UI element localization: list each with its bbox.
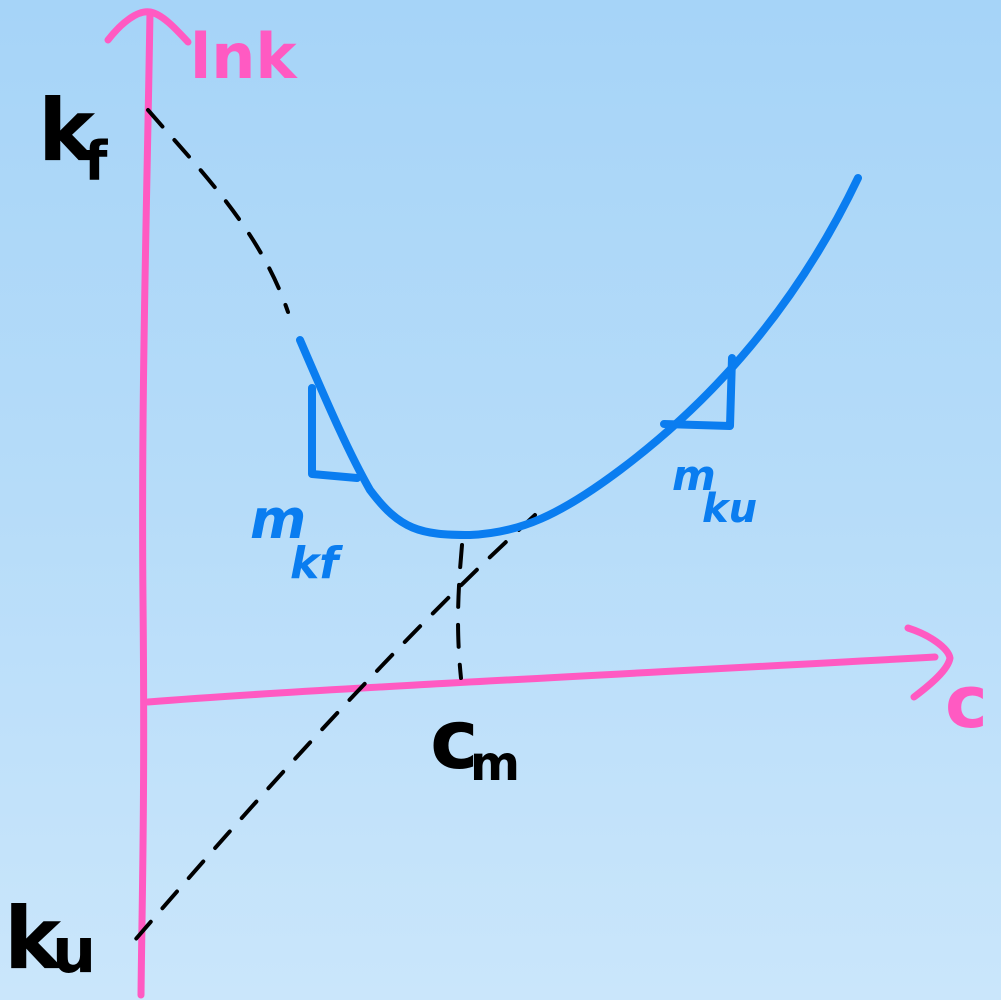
- k-f-label: k f: [38, 81, 108, 193]
- y-axis-label: lnk: [190, 20, 298, 93]
- tangent-kf-dashed-line: [146, 108, 290, 314]
- m-ku-main: m: [672, 451, 716, 500]
- c-m-label: c m: [430, 693, 520, 792]
- m-ku-sub: ku: [702, 486, 757, 532]
- c-m-sub: m: [470, 736, 520, 792]
- k-u-label: k u: [4, 889, 96, 989]
- k-f-sub: f: [84, 130, 108, 193]
- y-axis-arrowhead: [104, 8, 192, 46]
- y-axis-line: [137, 8, 154, 999]
- x-axis-label: c: [945, 660, 988, 744]
- x-axis-arrowhead: [904, 624, 954, 701]
- k-f-main: k: [38, 81, 97, 181]
- m-kf-label: m kf: [250, 488, 343, 589]
- m-kf-main: m: [250, 488, 306, 551]
- x-axis-line: [144, 653, 939, 706]
- slope-triangle-right: [660, 354, 736, 430]
- m-ku-label: m ku: [672, 451, 757, 532]
- c-m-main: c: [430, 693, 479, 788]
- curve-group: [296, 174, 862, 539]
- slope-triangle-left: [308, 384, 361, 482]
- minimum-drop-dashed-line: [456, 543, 464, 680]
- guide-lines: [133, 108, 537, 942]
- k-u-sub: u: [52, 914, 96, 987]
- k-u-main: k: [4, 889, 63, 989]
- tangent-ku-dashed-line: [133, 513, 537, 942]
- lnk-curve: [296, 174, 862, 539]
- axes: [104, 8, 954, 999]
- m-kf-sub: kf: [290, 538, 343, 589]
